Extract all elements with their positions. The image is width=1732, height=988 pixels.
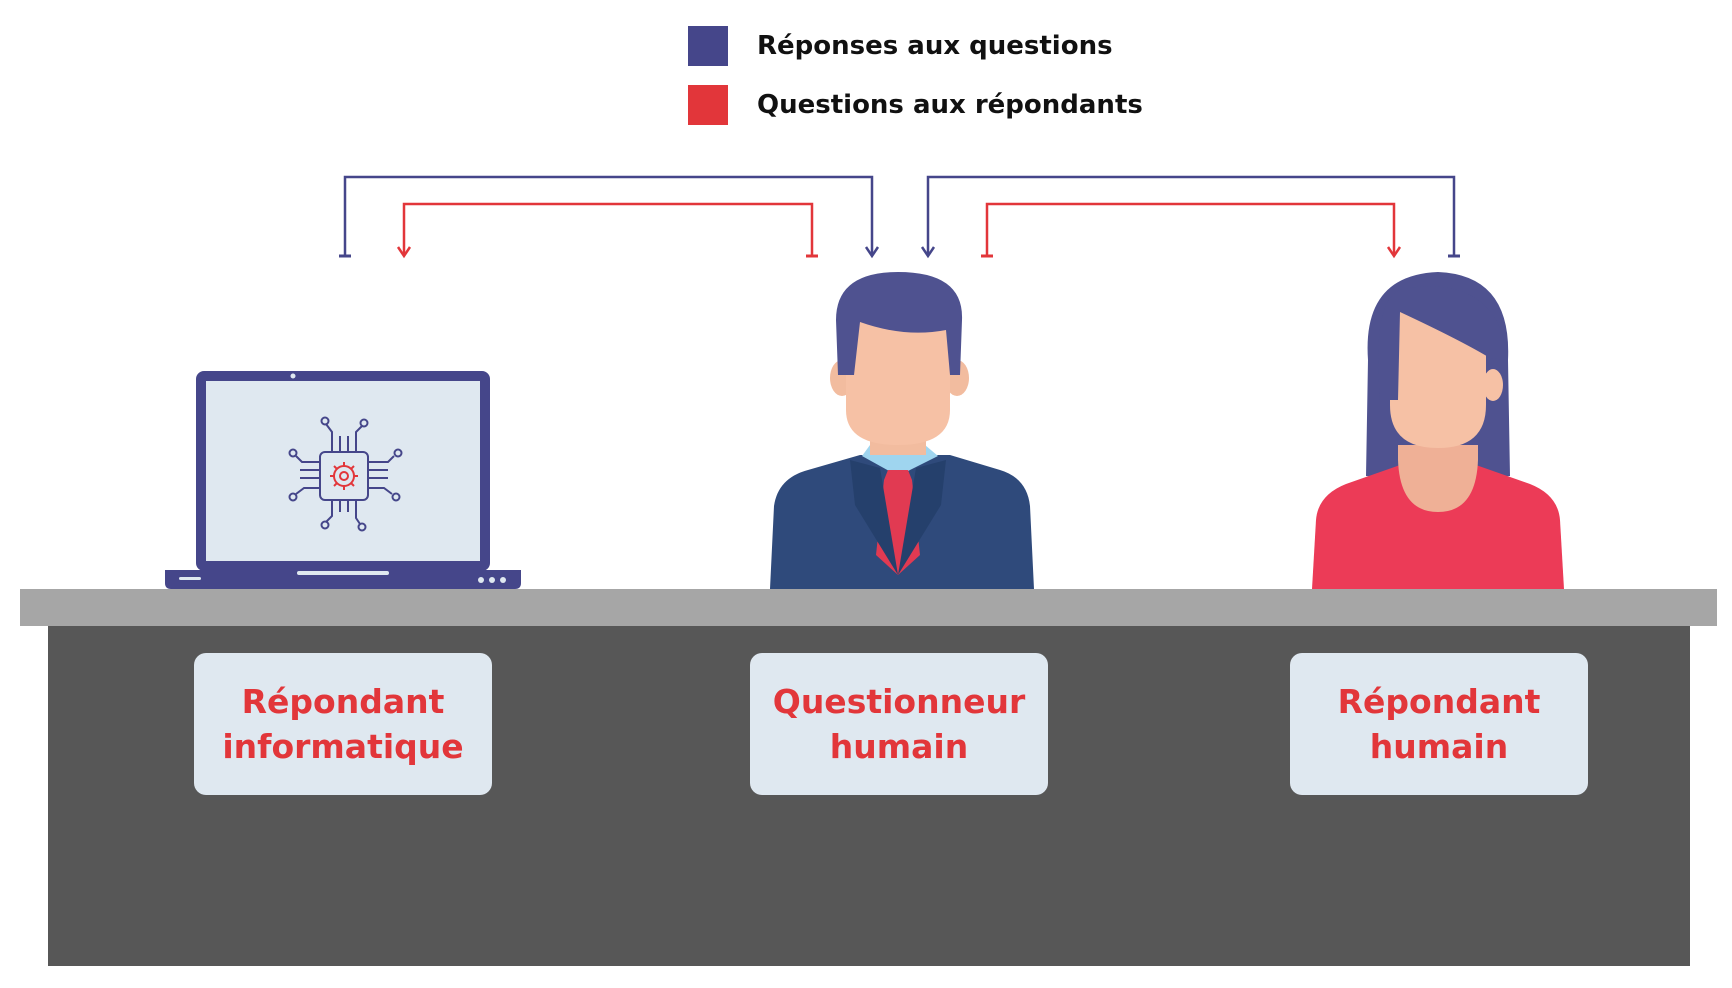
legend-item-questions: Questions aux répondants [688,85,1143,125]
legend-swatch-answers [688,26,728,66]
flow-answers-human-to-questioner [920,175,1460,259]
legend-label-answers: Réponses aux questions [757,31,1113,61]
legend-swatch-questions [688,85,728,125]
label-computer-respondent-line2: informatique [222,727,464,766]
legend-label-questions: Questions aux répondants [757,90,1143,120]
label-human-respondent-line1: Répondant [1337,682,1541,721]
flow-answers-computer-to-questioner [339,175,880,259]
woman-avatar [1312,272,1564,589]
label-computer-respondent: Répondant informatique [194,653,492,795]
label-human-respondent-line2: humain [1369,727,1509,766]
label-human-questioner-line2: humain [829,727,969,766]
flow-questions-questioner-to-human [981,202,1402,259]
flow-questions-questioner-to-computer [396,202,818,259]
man-avatar [770,272,1034,589]
desk-top [20,589,1717,626]
legend: Réponses aux questions Questions aux rép… [688,26,1143,144]
label-human-questioner-line1: Questionneur [772,682,1026,721]
laptop-icon [165,371,521,589]
label-computer-respondent-line1: Répondant [241,682,445,721]
legend-item-answers: Réponses aux questions [688,26,1143,66]
label-human-questioner: Questionneur humain [750,653,1048,795]
ai-chip-icon [288,416,403,532]
label-human-respondent: Répondant humain [1290,653,1588,795]
